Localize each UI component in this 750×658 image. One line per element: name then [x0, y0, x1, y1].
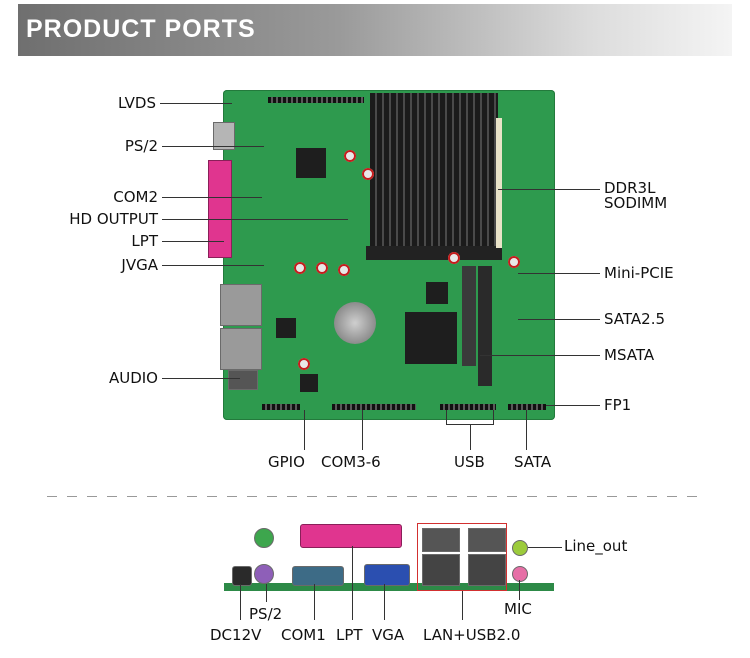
capacitor: [508, 256, 520, 268]
leader-line: [518, 319, 600, 320]
heatsink-base: [366, 246, 502, 260]
label-sata25: SATA2.5: [604, 310, 666, 328]
capacitor: [362, 168, 374, 180]
chipset: [405, 312, 457, 364]
usb-ports-1: [422, 554, 460, 586]
io-panel-pcb: [224, 583, 554, 591]
label-ps2: PS/2: [124, 137, 158, 155]
section-title: PRODUCT PORTS: [26, 15, 256, 43]
label-mini-pcie: Mini-PCIE: [604, 264, 674, 282]
leader-line: [352, 546, 353, 620]
leader-line: [304, 410, 305, 450]
capacitor: [338, 264, 350, 276]
label-sodimm: SODIMM: [604, 194, 668, 212]
line-out-jack: [512, 540, 528, 556]
sodimm-slot: [496, 118, 502, 248]
leader-line: [462, 591, 463, 620]
capacitor: [448, 252, 460, 264]
leader-line: [498, 189, 600, 190]
label-hd-output: HD OUTPUT: [69, 210, 158, 228]
capacitor: [298, 358, 310, 370]
leader-line: [528, 547, 562, 548]
leader-line: [480, 355, 600, 356]
leader-line: [162, 265, 264, 266]
gpio-header: [262, 404, 300, 410]
leader-line: [470, 424, 471, 450]
label-lpt: LPT: [131, 232, 158, 250]
io-chip: [296, 148, 326, 178]
ps2-port-side: [213, 122, 235, 150]
lan-port-1: [422, 528, 460, 552]
section-banner: PRODUCT PORTS: [18, 4, 732, 56]
ps2-keyboard-port: [254, 528, 274, 548]
label-com1: COM1: [281, 626, 326, 644]
leader-line: [446, 410, 447, 424]
usb-headers: [440, 404, 496, 410]
leader-line: [518, 273, 600, 274]
label-ddr3l: DDR3L: [604, 179, 656, 197]
label-sata: SATA: [514, 453, 552, 471]
cpu-heatsink: [370, 93, 498, 259]
com-headers: [332, 404, 416, 410]
lpt-port: [300, 524, 402, 548]
label-line-out: Line_out: [564, 537, 628, 555]
lpt-port-side: [208, 160, 232, 258]
audio-chip: [300, 374, 318, 392]
label-lvds: LVDS: [117, 94, 156, 112]
lan-usb-highlight: [417, 523, 507, 591]
mic-jack: [512, 566, 528, 582]
usb-ports-2: [468, 554, 506, 586]
leader-line: [162, 197, 262, 198]
leader-line: [384, 584, 385, 620]
msata-slot: [478, 266, 492, 386]
label-vga: VGA: [372, 626, 405, 644]
lan-chip: [276, 318, 296, 338]
leader-line: [526, 410, 527, 450]
lvds-header: [268, 97, 364, 103]
label-io-lpt: LPT: [336, 626, 363, 644]
leader-line: [546, 405, 600, 406]
label-msata: MSATA: [604, 346, 655, 364]
fp1-header: [508, 404, 546, 410]
leader-line: [162, 146, 264, 147]
capacitor: [316, 262, 328, 274]
audio-jack-side: [228, 370, 258, 390]
lan-port-2: [468, 528, 506, 552]
lan-usb-port-side-2: [220, 328, 262, 370]
capacitor: [294, 262, 306, 274]
leader-line: [362, 410, 363, 450]
label-mic: MIC: [504, 600, 532, 618]
leader-line: [314, 584, 315, 620]
label-fp1: FP1: [604, 396, 632, 414]
leader-line: [160, 103, 232, 104]
label-io-ps2: PS/2: [249, 605, 283, 623]
leader-line: [519, 580, 520, 600]
leader-line: [240, 584, 241, 620]
cmos-battery: [334, 302, 376, 344]
capacitor: [344, 150, 356, 162]
section-divider: [47, 496, 707, 497]
leader-line: [162, 241, 224, 242]
label-gpio: GPIO: [268, 453, 305, 471]
com1-port: [292, 566, 344, 586]
leader-line: [266, 584, 267, 602]
label-com36: COM3-6: [321, 453, 381, 471]
label-dc12v: DC12V: [210, 626, 262, 644]
leader-line: [493, 410, 494, 424]
dc-jack: [232, 566, 252, 586]
ps2-mouse-port: [254, 564, 274, 584]
leader-line: [162, 378, 240, 379]
mini-pcie-slot: [462, 266, 476, 366]
label-lan-usb: LAN+USB2.0: [423, 626, 521, 644]
leader-line: [162, 219, 348, 220]
bios-chip: [426, 282, 448, 304]
label-usb: USB: [454, 453, 485, 471]
label-com2: COM2: [113, 188, 158, 206]
vga-port: [364, 564, 410, 586]
label-jvga: JVGA: [121, 256, 158, 274]
label-audio: AUDIO: [108, 369, 158, 387]
lan-usb-port-side: [220, 284, 262, 326]
